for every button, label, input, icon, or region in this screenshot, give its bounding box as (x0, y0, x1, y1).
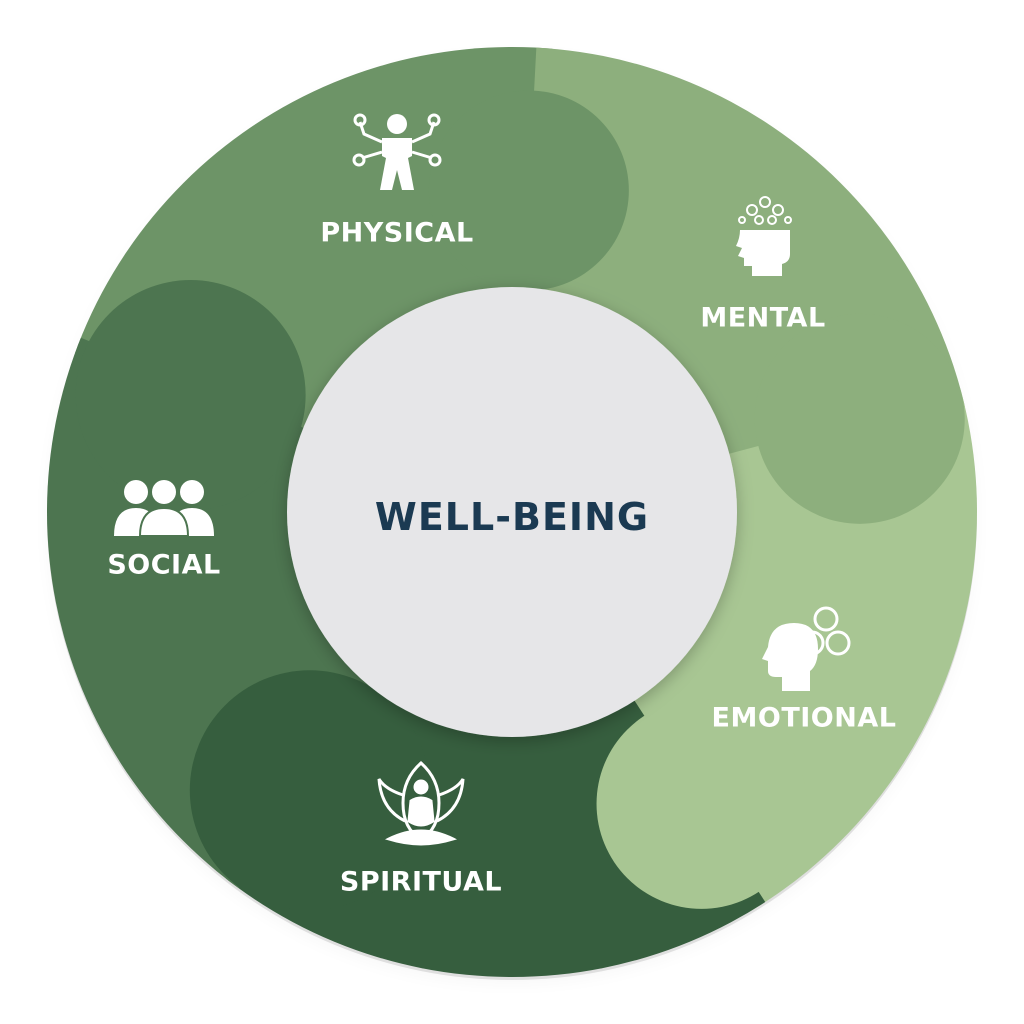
segment-head-social (75, 280, 306, 511)
label-emotional: EMOTIONAL (711, 702, 897, 734)
head-swirls-icon (732, 194, 798, 282)
body-nodes-icon (352, 112, 442, 198)
segment-head-mental (754, 313, 965, 524)
segment-head-spiritual (189, 670, 430, 911)
label-social: SOCIAL (107, 549, 221, 581)
segment-head-physical (428, 90, 629, 291)
center-title: WELL-BEING (374, 495, 650, 539)
center-circle (287, 287, 737, 737)
segment-head-emotional (596, 698, 807, 909)
label-physical: PHYSICAL (320, 217, 474, 249)
meditation-lotus-icon (375, 759, 467, 853)
head-emoji-icon (760, 605, 852, 695)
group-people-icon (112, 478, 216, 542)
label-mental: MENTAL (700, 302, 826, 334)
label-spiritual: SPIRITUAL (339, 866, 503, 898)
